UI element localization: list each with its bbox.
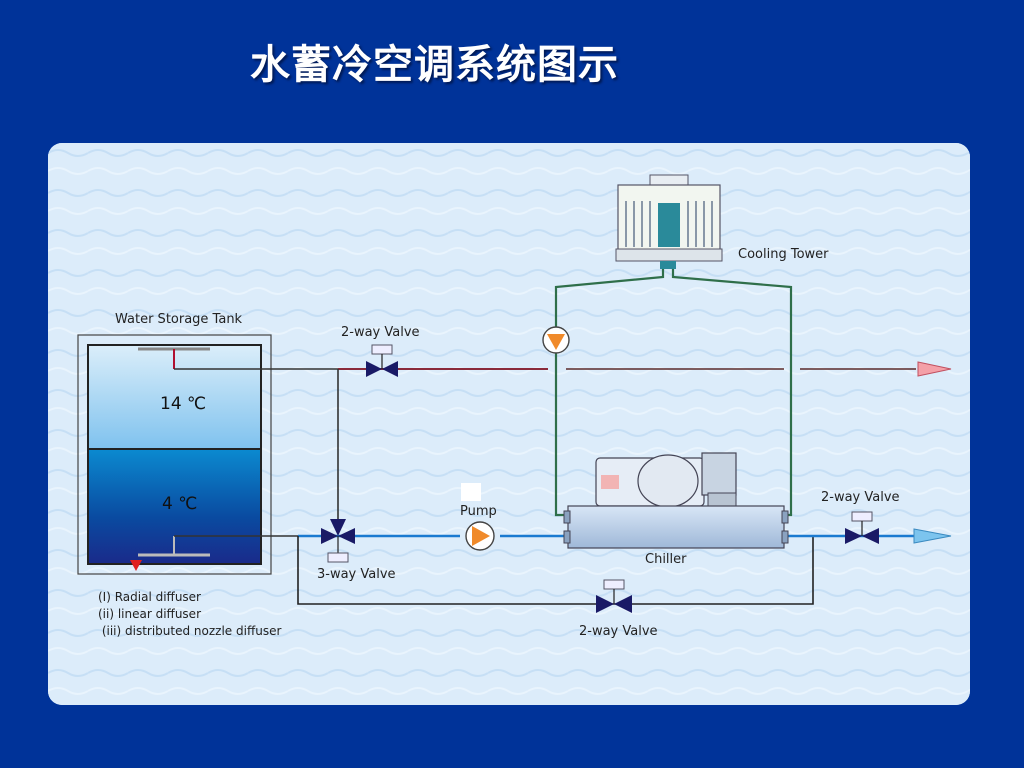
condenser-pump-icon bbox=[542, 326, 570, 354]
page-title: 水蓄冷空调系统图示 bbox=[250, 42, 619, 88]
warm-return-pipe bbox=[174, 361, 952, 377]
diffuser-item-nozzle: (iii) distributed nozzle diffuser bbox=[98, 624, 282, 638]
two-way-valve-bottom-icon bbox=[596, 579, 632, 613]
warm-outlet-arrow-icon bbox=[917, 361, 952, 377]
chiller-label: Chiller bbox=[645, 552, 687, 567]
cold-outlet-arrow-icon bbox=[913, 528, 952, 544]
top-valve-label: 2-way Valve bbox=[341, 325, 420, 340]
right-valve-label: 2-way Valve bbox=[821, 490, 900, 505]
lower-temperature: 4 ℃ bbox=[162, 494, 198, 514]
three-way-valve-icon bbox=[321, 519, 355, 563]
two-way-valve-right-icon bbox=[845, 511, 879, 544]
upper-temperature: 14 ℃ bbox=[160, 394, 207, 414]
diagram-panel: Cooling Tower Water Storage Tank 2-way V… bbox=[48, 143, 970, 705]
pump-icon bbox=[461, 483, 495, 551]
diffuser-item-linear: (ii) linear diffuser bbox=[98, 607, 201, 621]
water-storage-tank-label: Water Storage Tank bbox=[115, 312, 243, 327]
bottom-valve-label: 2-way Valve bbox=[579, 624, 658, 639]
cold-water-layer bbox=[87, 448, 262, 565]
three-way-valve-label: 3-way Valve bbox=[317, 567, 396, 582]
diffuser-item-radial: (I) Radial diffuser bbox=[98, 590, 201, 604]
two-way-valve-top-icon bbox=[366, 344, 398, 377]
water-storage-tank bbox=[77, 334, 272, 575]
cooling-tower bbox=[615, 174, 723, 269]
pump-label: Pump bbox=[460, 504, 497, 519]
drain-marker-icon bbox=[130, 560, 142, 571]
system-diagram bbox=[48, 143, 970, 705]
chiller bbox=[563, 452, 789, 549]
cooling-tower-label: Cooling Tower bbox=[738, 247, 829, 262]
